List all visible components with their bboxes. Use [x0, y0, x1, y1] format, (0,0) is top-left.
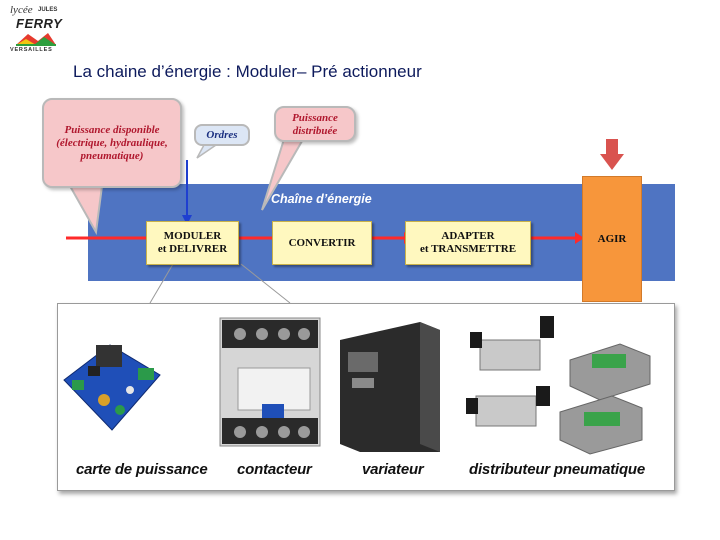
- orders-label: Ordres: [206, 129, 238, 141]
- caption-power-board: carte de puissance: [76, 461, 208, 478]
- contactor-icon: [219, 317, 321, 447]
- pneumatic-valve-icon: [466, 316, 651, 455]
- power-board-icon: [63, 344, 161, 431]
- power-available-line-1: Puissance disponible: [64, 124, 160, 136]
- act-box: AGIR: [582, 176, 642, 302]
- power-available-bubble: Puissance disponible (électrique, hydrau…: [42, 98, 182, 188]
- convert-line-1: CONVERTIR: [288, 236, 356, 249]
- power-available-line-2: (électrique, hydraulique,: [56, 137, 168, 149]
- drive-icon: [340, 322, 440, 452]
- logo-jules-text: JULES: [38, 7, 58, 13]
- power-distributed-bubble: Puissance distribuée: [274, 106, 356, 142]
- adapt-line-1: ADAPTER: [441, 230, 495, 242]
- modulate-box: MODULER et DELIVRER: [146, 221, 239, 265]
- act-label: AGIR: [597, 233, 627, 245]
- orders-arrow-head: [182, 215, 192, 225]
- caption-pneumatic-valve: distributeur pneumatique: [469, 461, 646, 478]
- power-available-line-3: pneumatique): [80, 150, 144, 162]
- modulate-line-2: et DELIVRER: [157, 243, 228, 255]
- logo-script-text: lycée: [10, 4, 33, 16]
- input-arrow-shaft: [606, 139, 618, 155]
- school-logo: lycée JULES FERRY VERSAILLES: [6, 4, 64, 54]
- input-arrow-head: [600, 154, 624, 170]
- adapt-box: ADAPTER et TRANSMETTRE: [405, 221, 531, 265]
- modulate-line-1: MODULER: [163, 230, 222, 242]
- orders-bubble: Ordres: [194, 124, 250, 146]
- energy-chain-title: Chaîne d’énergie: [271, 192, 372, 206]
- power-distributed-line-2: distribuée: [292, 125, 338, 137]
- logo-city-text: VERSAILLES: [10, 47, 53, 53]
- convert-box: CONVERTIR: [272, 221, 372, 265]
- caption-drive: variateur: [362, 461, 424, 478]
- power-distributed-line-1: Puissance: [292, 112, 338, 124]
- logo-emblem-icon: [16, 33, 56, 46]
- adapt-line-2: et TRANSMETTRE: [419, 243, 517, 255]
- page-title: La chaine d’énergie : Moduler– Pré actio…: [73, 62, 422, 81]
- logo-name-text: FERRY: [16, 16, 63, 31]
- caption-contactor: contacteur: [237, 461, 312, 478]
